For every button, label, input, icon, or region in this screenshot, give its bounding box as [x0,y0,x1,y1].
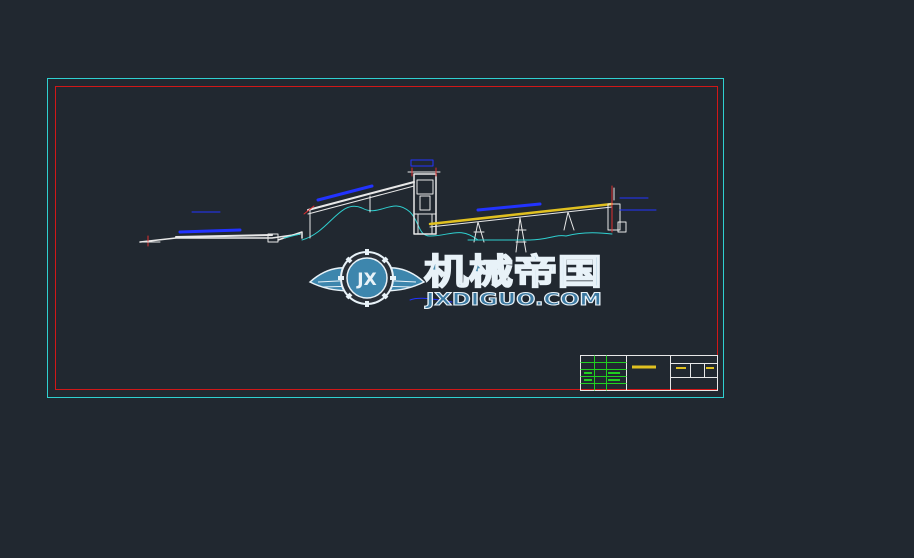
outer-sheet-frame [47,78,724,398]
main-conveyor [428,202,614,253]
watermark-logo: JX 机械帝国 JXDIGUO.COM [308,249,603,311]
inner-sheet-frame [55,86,718,390]
process-layout-drawing [139,159,657,303]
foundation-outline [301,205,479,241]
watermark-subtitle: JXDIGUO.COM [425,290,602,310]
head-pulley-frame [607,185,657,233]
feed-conveyor [175,211,303,243]
watermark-title: 机械帝国 [424,253,602,293]
screening-tower [407,159,441,235]
incline-conveyor [303,181,415,239]
title-block [580,355,718,391]
logo-letters: JX [356,270,376,290]
winged-gear-emblem: JX [308,249,426,307]
ground-line [139,233,301,243]
